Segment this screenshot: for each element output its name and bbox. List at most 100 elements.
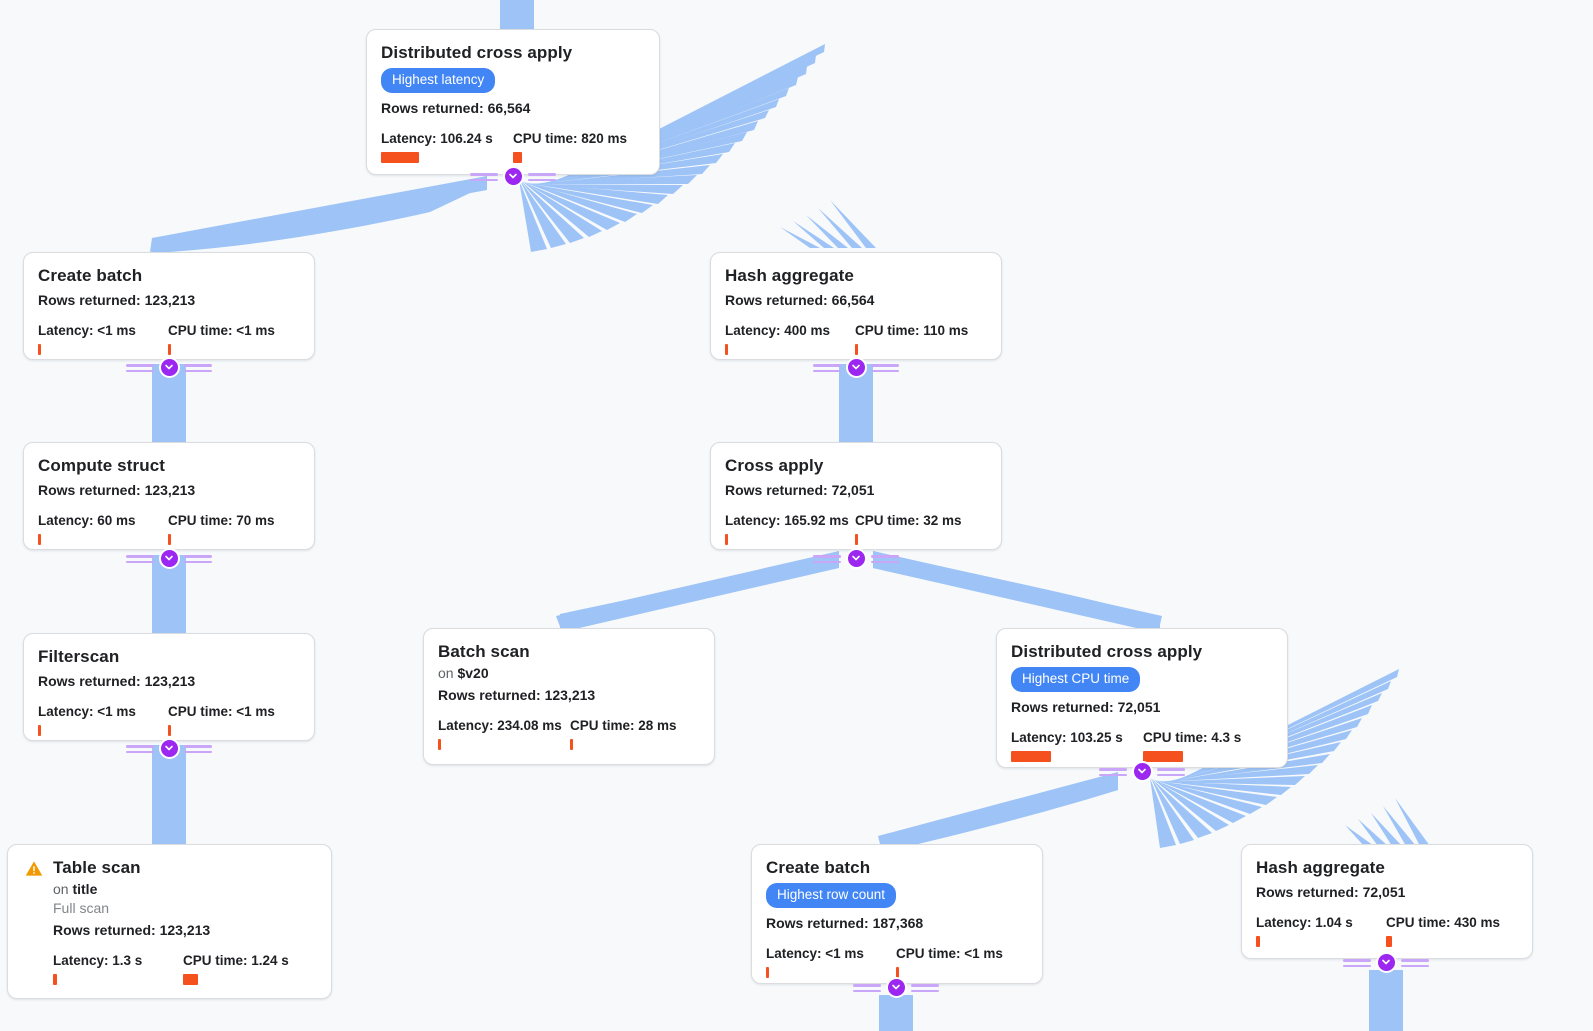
- subject-name: $v20: [457, 665, 489, 681]
- cpu-bar: [1386, 936, 1392, 947]
- warning-triangle-icon: [25, 860, 43, 882]
- latency-bar: [53, 974, 57, 985]
- edge-filterscan-to-tablescan: [152, 745, 186, 850]
- latency-label: Latency: <1 ms: [38, 704, 136, 719]
- cpu-bar: [896, 967, 899, 978]
- node-batch-scan[interactable]: Batch scan on $v20 Rows returned: 123,21…: [423, 628, 715, 765]
- node-compute-struct[interactable]: Compute struct Rows returned: 123,213 La…: [23, 442, 315, 550]
- node-title: Hash aggregate: [725, 266, 854, 285]
- chevron-down-icon: [502, 165, 524, 187]
- latency-label: Latency: <1 ms: [38, 323, 136, 338]
- latency-bar: [1011, 751, 1051, 762]
- node-subject: on $v20: [438, 664, 700, 682]
- cpu-bar: [168, 534, 171, 545]
- status-badge-highest-row-count: Highest row count: [766, 883, 897, 908]
- latency-label: Latency: 60 ms: [38, 513, 136, 528]
- cpu-metric: CPU time: 430 ms: [1386, 915, 1500, 947]
- cpu-metric: CPU time: 28 ms: [570, 718, 677, 750]
- rows-returned: Rows returned: 66,564: [381, 100, 531, 116]
- node-title: Create batch: [766, 858, 871, 877]
- latency-label: Latency: 1.3 s: [53, 953, 143, 968]
- node-create-batch-lower[interactable]: Create batch Highest row count Rows retu…: [751, 844, 1043, 984]
- node-title: Distributed cross apply: [1011, 642, 1203, 661]
- collapse-toggle-create-batch-left[interactable]: [126, 356, 212, 378]
- edge-root-input: [500, 0, 534, 30]
- node-table-scan[interactable]: Table scan on title Full scan Rows retur…: [7, 844, 332, 999]
- toggle-dash-left: [813, 552, 841, 564]
- chevron-down-icon: [1131, 760, 1153, 782]
- node-distributed-cross-apply-root[interactable]: Distributed cross apply Highest latency …: [366, 29, 660, 175]
- status-badge-highest-latency: Highest latency: [381, 68, 496, 93]
- scan-type: Full scan: [53, 900, 110, 916]
- latency-label: Latency: 106.24 s: [381, 131, 493, 146]
- latency-metric: Latency: 103.25 s: [1011, 730, 1143, 762]
- node-title: Hash aggregate: [1256, 858, 1385, 877]
- chevron-down-icon: [1375, 951, 1397, 973]
- cpu-label: CPU time: <1 ms: [168, 323, 275, 338]
- toggle-dash-left: [853, 981, 881, 993]
- node-title: Table scan: [53, 858, 141, 877]
- node-create-batch-left[interactable]: Create batch Rows returned: 123,213 Late…: [23, 252, 315, 360]
- collapse-toggle-hash-aggregate-upper[interactable]: [813, 356, 899, 378]
- cpu-metric: CPU time: 1.24 s: [183, 953, 289, 985]
- toggle-dash-right: [1401, 956, 1429, 968]
- cpu-label: CPU time: 820 ms: [513, 131, 628, 146]
- collapse-toggle-distributed-cross-apply-lower[interactable]: [1099, 760, 1185, 782]
- toggle-dash-right: [184, 742, 212, 754]
- collapse-toggle-root[interactable]: [470, 165, 556, 187]
- rows-returned: Rows returned: 66,564: [725, 292, 875, 308]
- node-cross-apply[interactable]: Cross apply Rows returned: 72,051 Latenc…: [710, 442, 1002, 550]
- cpu-bar: [168, 725, 171, 736]
- collapse-toggle-create-batch-lower[interactable]: [853, 976, 939, 998]
- node-title: Distributed cross apply: [381, 43, 573, 62]
- node-hash-aggregate-lower[interactable]: Hash aggregate Rows returned: 72,051 Lat…: [1241, 844, 1533, 959]
- latency-metric: Latency: <1 ms: [766, 946, 896, 978]
- node-title: Create batch: [38, 266, 143, 285]
- latency-bar: [725, 344, 728, 355]
- on-prefix: on: [53, 881, 73, 897]
- cpu-label: CPU time: 70 ms: [168, 513, 275, 528]
- latency-bar: [725, 534, 728, 545]
- chevron-down-icon: [845, 356, 867, 378]
- toggle-dash-right: [871, 552, 899, 564]
- node-subject: on title: [53, 880, 289, 898]
- latency-bar: [38, 725, 41, 736]
- rows-returned: Rows returned: 72,051: [1011, 699, 1161, 715]
- status-badge-highest-cpu-time: Highest CPU time: [1011, 667, 1141, 692]
- cpu-bar: [855, 344, 858, 355]
- latency-bar: [438, 739, 441, 750]
- collapse-toggle-hash-aggregate-lower[interactable]: [1343, 951, 1429, 973]
- chevron-down-icon: [845, 547, 867, 569]
- node-filterscan[interactable]: Filterscan Rows returned: 123,213 Latenc…: [23, 633, 315, 741]
- cpu-bar: [1143, 751, 1183, 762]
- toggle-dash-left: [813, 361, 841, 373]
- cpu-metric: CPU time: 32 ms: [855, 513, 962, 545]
- toggle-dash-left: [1099, 765, 1127, 777]
- cpu-bar: [570, 739, 573, 750]
- rows-returned: Rows returned: 72,051: [1256, 884, 1406, 900]
- cpu-metric: CPU time: 4.3 s: [1143, 730, 1241, 762]
- collapse-toggle-filterscan[interactable]: [126, 737, 212, 759]
- latency-metric: Latency: 165.92 ms: [725, 513, 855, 545]
- rows-returned: Rows returned: 123,213: [38, 482, 196, 498]
- latency-label: Latency: 400 ms: [725, 323, 831, 338]
- node-hash-aggregate-upper[interactable]: Hash aggregate Rows returned: 66,564 Lat…: [710, 252, 1002, 360]
- latency-metric: Latency: 60 ms: [38, 513, 168, 545]
- toggle-dash-left: [126, 742, 154, 754]
- latency-label: Latency: <1 ms: [766, 946, 864, 961]
- edge-createbatch-lower-down: [879, 995, 913, 1031]
- cpu-label: CPU time: 430 ms: [1386, 915, 1501, 930]
- toggle-dash-right: [184, 361, 212, 373]
- collapse-toggle-compute-struct[interactable]: [126, 547, 212, 569]
- collapse-toggle-cross-apply[interactable]: [813, 547, 899, 569]
- toggle-dash-right: [871, 361, 899, 373]
- node-distributed-cross-apply-lower[interactable]: Distributed cross apply Highest CPU time…: [996, 628, 1288, 768]
- rows-returned: Rows returned: 123,213: [38, 673, 196, 689]
- latency-bar: [381, 152, 419, 163]
- cpu-metric: CPU time: <1 ms: [168, 323, 275, 355]
- cpu-label: CPU time: 110 ms: [855, 323, 969, 338]
- node-title: Batch scan: [438, 642, 530, 661]
- rows-returned: Rows returned: 72,051: [725, 482, 875, 498]
- latency-label: Latency: 103.25 s: [1011, 730, 1123, 745]
